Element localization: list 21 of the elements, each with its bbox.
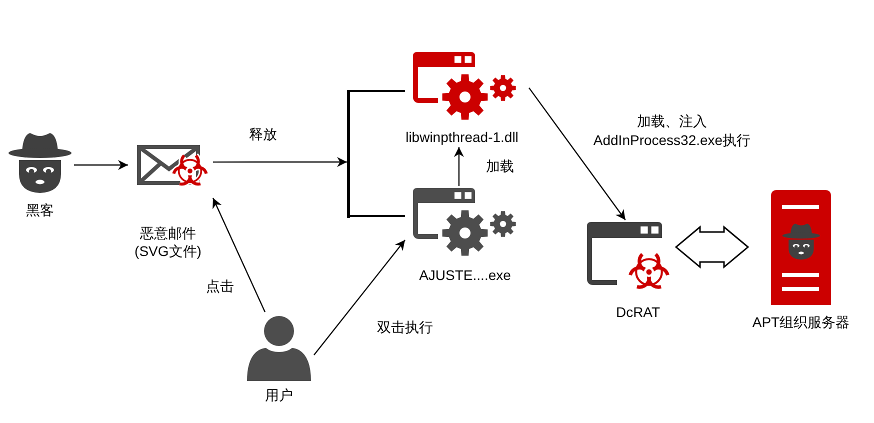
node-label: DcRAT: [616, 303, 660, 321]
node-label: APT组织服务器: [752, 313, 850, 331]
connector-line: [350, 90, 405, 92]
node-label: libwinpthread-1.dll: [406, 128, 518, 146]
arrow: [454, 147, 464, 186]
arrow: [212, 198, 266, 312]
arrow: [74, 160, 128, 170]
double-arrow: [674, 225, 750, 269]
connector-line: [350, 214, 405, 217]
node-label: 用户: [265, 386, 293, 404]
edge-label: 点击: [206, 277, 234, 296]
arrow: [314, 240, 406, 356]
node-label: 黑客: [26, 201, 54, 219]
node-label: 恶意邮件 (SVG文件): [134, 224, 202, 260]
bracket-line: [347, 90, 350, 218]
edge-label: 双击执行: [377, 318, 433, 337]
arrow: [213, 157, 347, 167]
edge-label: 加载: [486, 157, 514, 176]
node-label: AJUSTE....exe: [419, 266, 511, 284]
arrow: [528, 87, 626, 220]
edge-label: 释放: [249, 125, 277, 144]
